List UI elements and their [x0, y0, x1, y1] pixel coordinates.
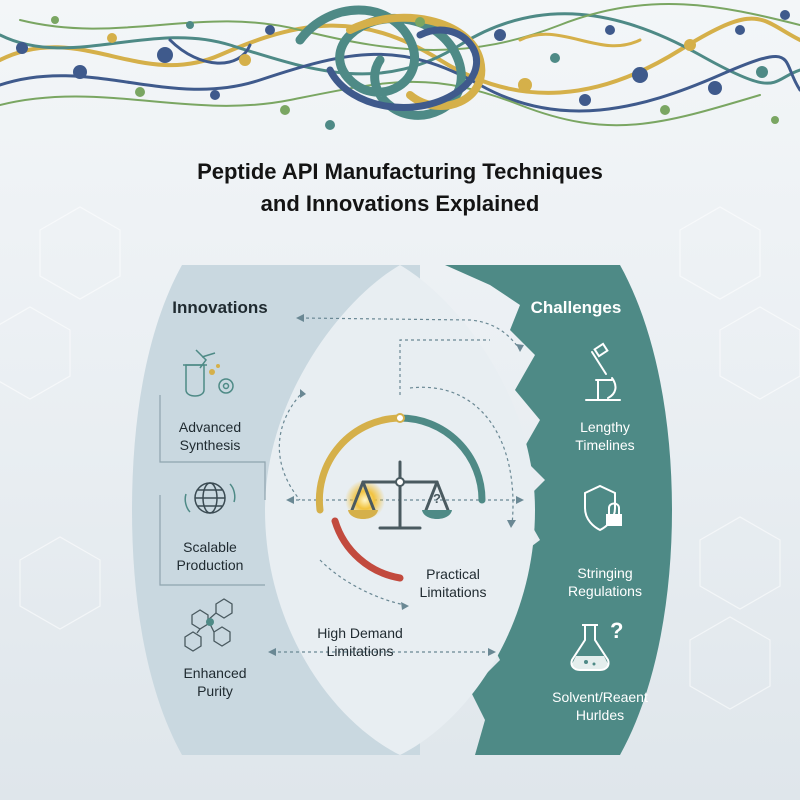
- innovation-item: Enhanced Purity: [155, 664, 275, 700]
- challenge-label-line-1: Lengthy: [580, 419, 630, 435]
- innovation-label-line-1: Enhanced: [183, 665, 247, 681]
- innovation-label-line-2: Purity: [197, 683, 233, 699]
- center-label: Practical Limitations: [403, 565, 503, 601]
- innovation-item: Scalable Production: [150, 538, 270, 574]
- challenge-label-line-1: Solvent/Reaent: [552, 689, 648, 705]
- page-title-line-2: and Innovations Explained: [260, 191, 540, 216]
- flask-gear-icon: [183, 349, 234, 397]
- svg-text:?: ?: [433, 491, 441, 506]
- center-label-line-2: Limitations: [326, 643, 394, 659]
- center-label-line-1: Practical: [426, 566, 480, 582]
- center-label: High Demand Limitations: [300, 624, 420, 660]
- globe-icon: [184, 482, 236, 514]
- challenge-label-line-2: Regulations: [568, 583, 642, 599]
- svg-text:?: ?: [610, 618, 623, 643]
- center-label-line-1: High Demand: [317, 625, 403, 641]
- challenge-item: Lengthy Timelines: [540, 418, 670, 454]
- shield-lock-icon: [584, 484, 622, 532]
- flask-question-icon: ?: [570, 618, 623, 671]
- challenge-label-line-1: Stringing: [577, 565, 633, 581]
- gauge-arc-teal: [396, 414, 486, 504]
- challenges-heading: Challenges: [530, 298, 622, 317]
- balance-scale-icon: ?: [345, 460, 452, 530]
- innovation-label-line-1: Scalable: [183, 539, 237, 555]
- center-label-line-2: Limitations: [419, 584, 487, 600]
- innovation-label-line-2: Synthesis: [179, 437, 241, 453]
- innovation-item: Advanced Synthesis: [150, 418, 270, 454]
- gauge-arc-red: [331, 517, 404, 582]
- microscope-icon: [585, 342, 621, 401]
- challenge-item: Stringing Regulations: [540, 564, 670, 600]
- challenge-label-line-2: Hurldes: [575, 707, 625, 723]
- innovations-heading: Innovations: [172, 298, 268, 317]
- gauge-arc-gold: [315, 414, 404, 514]
- innovation-label-line-2: Production: [176, 557, 244, 573]
- challenge-label-line-2: Timelines: [575, 437, 635, 453]
- molecule-icon: [184, 598, 233, 652]
- page-title-line-1: Peptide API Manufacturing Techniques: [197, 159, 603, 184]
- challenge-item: Solvent/Reaent Hurldes: [525, 688, 675, 724]
- molecule-banner: [0, 3, 800, 130]
- innovation-label-line-1: Advanced: [178, 419, 242, 435]
